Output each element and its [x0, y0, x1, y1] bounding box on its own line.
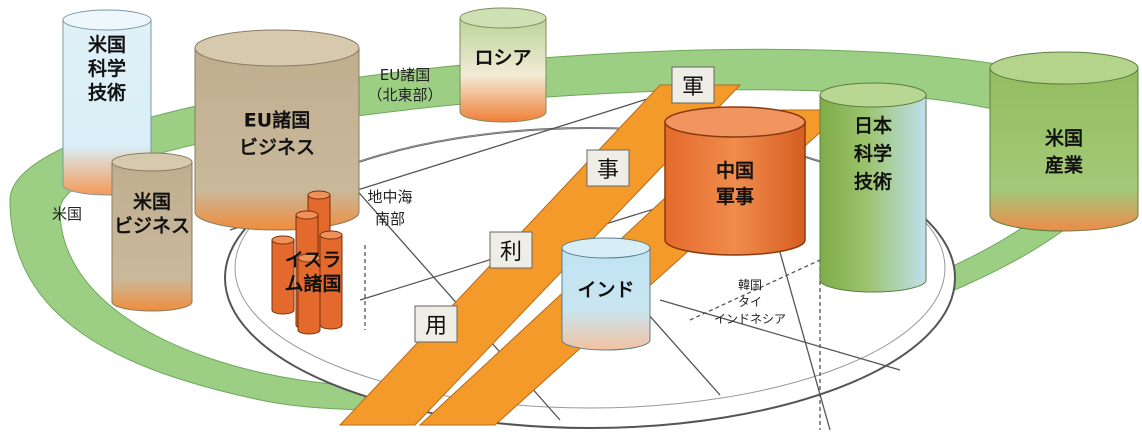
band-char-ji: 事 — [597, 158, 619, 183]
label-russia: ロシア — [474, 47, 531, 69]
region-label-eu-northeast: EU諸国（北東部） — [367, 66, 442, 104]
band-label-use-1: 利 — [489, 231, 533, 269]
cylinder-china-military: 中国軍事 — [664, 106, 806, 256]
band-char-ri: 利 — [500, 240, 522, 265]
label-islam: イスラム諸国 — [284, 249, 341, 295]
band-label-use-2: 用 — [414, 305, 458, 343]
cylinder-us-science: 米国科学技術 — [62, 9, 152, 196]
cylinder-russia: ロシア — [459, 7, 547, 123]
band-char-gun: 軍 — [682, 75, 704, 100]
region-label-usa: 米国 — [52, 205, 82, 223]
band-char-you: 用 — [425, 314, 447, 339]
region-label-mediterranean: 地中海南部 — [367, 188, 412, 228]
band-label-military-1: 軍 — [671, 66, 715, 104]
label-us-industry: 米国産業 — [1045, 127, 1084, 177]
region-label-korea-thai-indonesia: 韓国タイインドネシア — [714, 278, 786, 326]
label-us-science: 米国科学技術 — [88, 33, 126, 104]
cylinder-japan-science: 日本科学技術 — [819, 82, 927, 293]
cylinder-us-industry: 米国産業 — [989, 51, 1139, 232]
label-china-military: 中国軍事 — [716, 159, 754, 208]
cylinder-india: インド — [561, 237, 651, 351]
label-eu-business: EU諸国ビジネス — [239, 109, 315, 159]
cylinder-eu-business: EU諸国ビジネス — [194, 29, 360, 231]
label-us-business: 米国ビジネス — [114, 190, 190, 237]
label-india: インド — [577, 279, 634, 301]
band-label-military-2: 事 — [586, 149, 630, 187]
cylinder-group-islam: イスラム諸国 — [271, 190, 343, 335]
cylinder-us-business: 米国ビジネス — [111, 152, 193, 312]
label-japan-science: 日本科学技術 — [854, 114, 892, 193]
